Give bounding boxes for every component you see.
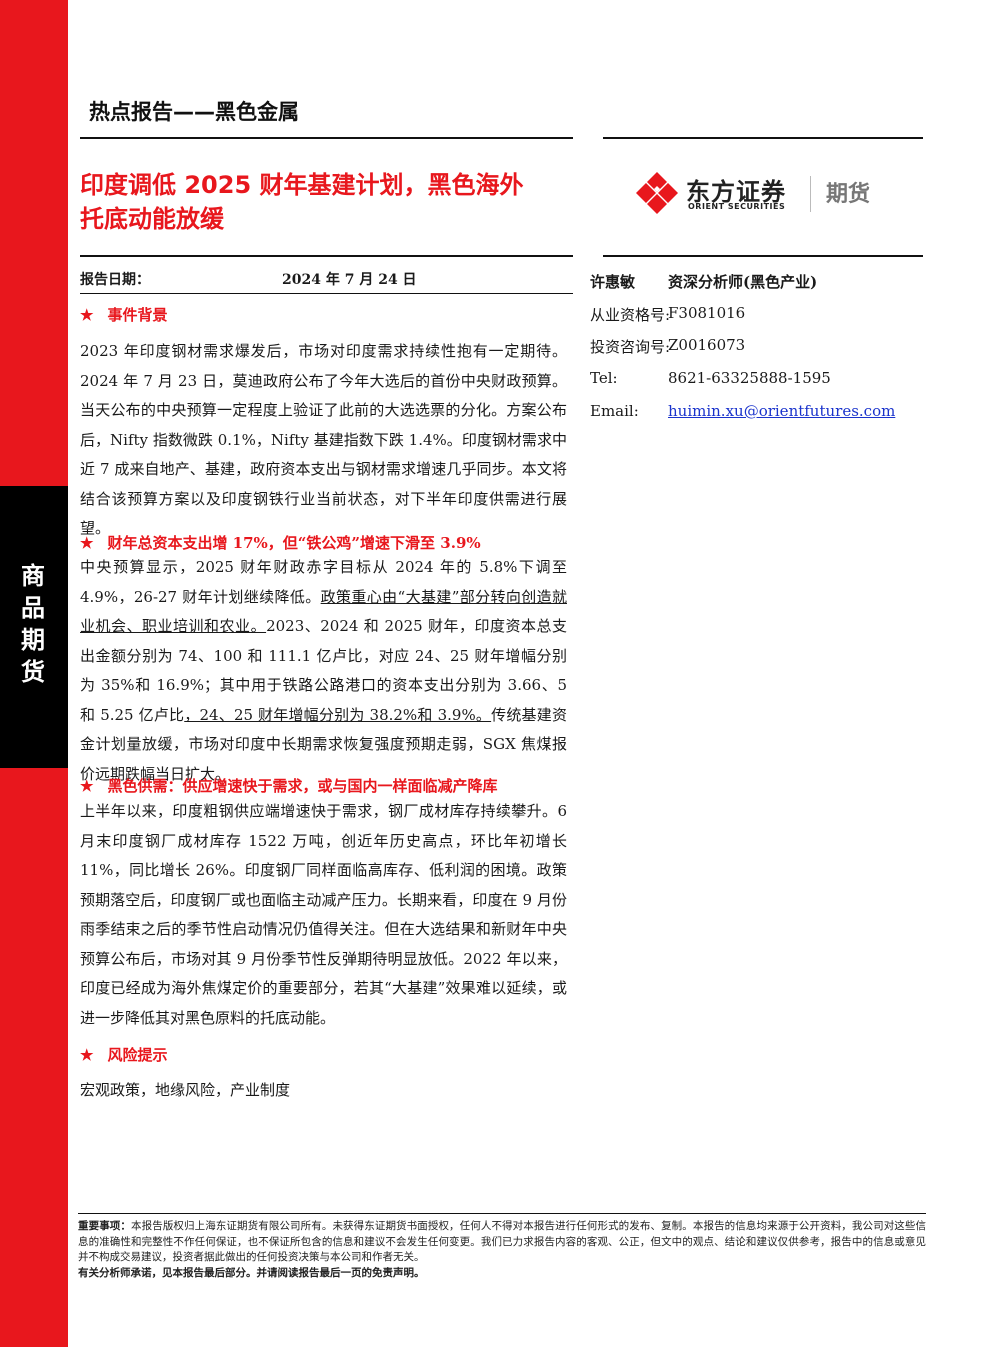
section-heading: ★ 财年总资本支出增 17%，但“铁公鸡”增速下滑至 3.9% <box>80 532 481 553</box>
sidebar-char: 货 <box>21 658 47 686</box>
header-rule-right <box>603 137 923 139</box>
report-title-line-1: 印度调低 2025 财年基建计划，黑色海外 <box>80 171 524 199</box>
section-body: 2023 年印度钢材需求爆发后，市场对印度需求持续性抱有一定期待。2024 年 … <box>80 342 567 537</box>
section-heading-text: 风险提示 <box>107 1046 168 1064</box>
star-icon: ★ <box>80 306 94 324</box>
section-heading-text: 黑色供需：供应增速快于需求，或与国内一样面临减产降库 <box>107 777 498 795</box>
sidebar-char: 品 <box>21 594 47 622</box>
title-rule-left <box>80 255 573 257</box>
star-icon: ★ <box>80 1046 94 1064</box>
star-icon: ★ <box>80 777 94 795</box>
sidebar-category-label: 商 品 期 货 <box>0 560 68 688</box>
section-body-underlined: ，24、25 财年增幅分别为 38.2%和 3.9%。 <box>184 705 492 724</box>
report-date-value: 2024 年 7 月 24 日 <box>282 272 417 288</box>
report-category-title: 热点报告——黑色金属 <box>89 100 299 124</box>
section-body: 上半年以来，印度粗钢供应端增速快于需求，钢厂成材库存持续攀升。6 月末印度钢厂成… <box>80 802 567 1027</box>
company-logo: 东方证券 ORIENT SECURITIES 期货 <box>634 170 924 220</box>
logo-english-name: ORIENT SECURITIES <box>688 202 786 211</box>
section-body-text: 2023、2024 和 2025 财年，印度资本总支出金额分别为 74、100 … <box>80 617 567 724</box>
section-heading-text: 事件背景 <box>107 306 168 324</box>
analyst-role: 资深分析师(黑色产业) <box>668 273 818 291</box>
analyst-name: 许惠敏 <box>590 273 636 291</box>
orient-logo-mark-icon <box>636 172 678 214</box>
section-body-underlined: 政策重心由“大基建”部分转向创造就业机会、职业培训和农业。 <box>80 587 567 636</box>
section-body: 宏观政策，地缘风险，产业制度 <box>80 1081 291 1099</box>
sidebar-category-block <box>0 486 68 768</box>
sidebar-char: 期 <box>21 626 47 654</box>
disclaimer: 重要事项：本报告版权归上海东证期货有限公司所有。未获得东证期货书面授权，任何人不… <box>78 1219 926 1281</box>
disclaimer-bold-line: 有关分析师承诺，见本报告最后部分。并请阅读报告最后一页的免责声明。 <box>78 1266 425 1279</box>
analyst-advisory-label: 投资咨询号: <box>590 338 671 356</box>
analyst-license-label: 从业资格号: <box>590 306 671 324</box>
report-title: 印度调低 2025 财年基建计划，黑色海外 托底动能放缓 <box>80 168 575 236</box>
report-date-label: 报告日期： <box>80 272 150 288</box>
section-heading: ★ 风险提示 <box>80 1044 167 1065</box>
logo-futures-label: 期货 <box>826 182 871 207</box>
section-heading: ★ 黑色供需：供应增速快于需求，或与国内一样面临减产降库 <box>80 775 497 796</box>
analyst-advisory-value: Z0016073 <box>668 336 746 354</box>
report-title-line-2: 托底动能放缓 <box>80 205 224 233</box>
analyst-license-value: F3081016 <box>668 304 746 322</box>
section-heading: ★ 事件背景 <box>80 304 167 325</box>
disclaimer-rule <box>78 1213 926 1214</box>
analyst-email-label: Email: <box>590 402 639 420</box>
section-body-text: 传统基建资金计划量放缓，市场对印度中长期需求恢复强度预期走弱，SGX 焦煤报价远… <box>80 705 567 783</box>
section-heading-text: 财年总资本支出增 17%，但“铁公鸡”增速下滑至 3.9% <box>107 534 481 552</box>
header-rule-left <box>80 137 573 139</box>
disclaimer-label: 重要事项： <box>78 1220 132 1232</box>
logo-divider <box>810 176 811 212</box>
section-body: 中央预算显示，2025 财年财政赤字目标从 2024 年的 5.8%下调至 4.… <box>80 553 567 789</box>
section-body-text: 中央预算显示，2025 财年财政赤字目标从 2024 年的 5.8%下调至 4.… <box>80 558 567 606</box>
title-rule-right <box>603 255 923 257</box>
analyst-tel-value: 8621-63325888-1595 <box>668 369 831 387</box>
star-icon: ★ <box>80 534 94 552</box>
sidebar-char: 商 <box>21 562 47 590</box>
logo-chinese-name: 东方证券 <box>686 178 786 206</box>
analyst-tel-label: Tel: <box>590 369 618 387</box>
analyst-email-link[interactable]: huimin.xu@orientfutures.com <box>668 402 896 420</box>
date-rule <box>80 293 573 294</box>
disclaimer-text: 本报告版权归上海东证期货有限公司所有。未获得东证期货书面授权，任何人不得对本报告… <box>78 1220 927 1263</box>
